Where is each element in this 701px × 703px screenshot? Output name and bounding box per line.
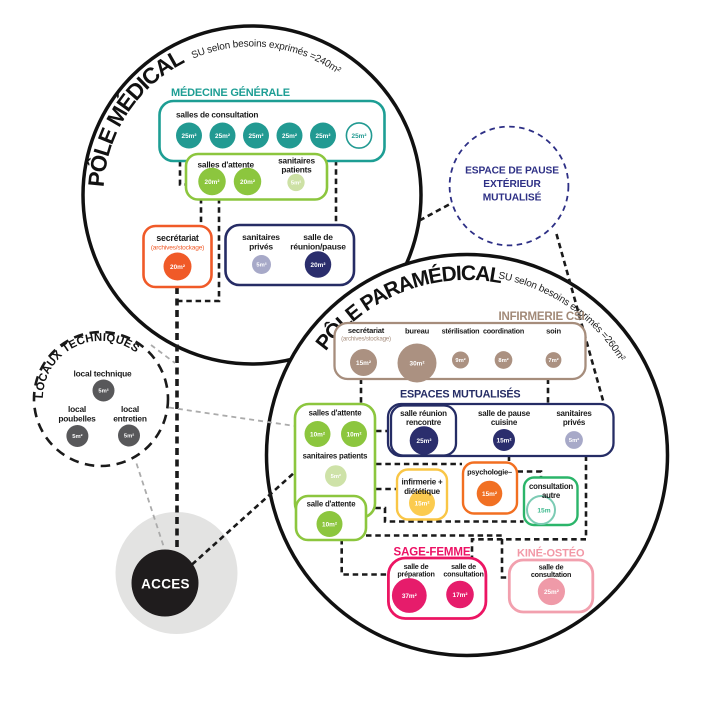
svg-text:préparation: préparation — [397, 570, 434, 579]
svg-text:10m²: 10m² — [310, 432, 325, 439]
svg-text:25m²: 25m² — [215, 133, 230, 140]
svg-text:5m²: 5m² — [98, 388, 108, 395]
svg-text:25m²: 25m² — [417, 438, 432, 445]
svg-text:25m²: 25m² — [352, 133, 367, 140]
svg-text:entretien: entretien — [113, 414, 147, 424]
svg-text:30m²: 30m² — [410, 361, 425, 368]
svg-text:salle de: salle de — [303, 232, 333, 242]
svg-text:7m²: 7m² — [548, 357, 558, 364]
svg-text:5m²: 5m² — [72, 433, 82, 440]
svg-text:cuisine: cuisine — [491, 418, 518, 427]
svg-text:coordination: coordination — [483, 327, 524, 336]
svg-text:autre: autre — [542, 491, 561, 500]
svg-text:(archives/stockage): (archives/stockage) — [151, 245, 204, 252]
svg-text:sanitaires patients: sanitaires patients — [303, 452, 369, 461]
svg-text:25m²: 25m² — [182, 133, 197, 140]
svg-text:5m²: 5m² — [291, 180, 301, 187]
svg-text:15m²: 15m² — [415, 501, 430, 508]
svg-text:15m²: 15m² — [356, 360, 371, 367]
svg-text:sanitaires: sanitaires — [278, 156, 315, 166]
svg-text:réunion/pause: réunion/pause — [290, 242, 346, 252]
svg-text:patients: patients — [281, 165, 312, 175]
svg-text:privés: privés — [563, 418, 586, 427]
svg-text:diététique: diététique — [404, 487, 441, 496]
svg-text:consultation: consultation — [529, 482, 573, 491]
svg-text:salle d'attente: salle d'attente — [307, 500, 357, 509]
svg-text:25m²: 25m² — [282, 133, 297, 140]
svg-text:sanitaires: sanitaires — [242, 232, 280, 242]
svg-text:5m²: 5m² — [331, 473, 341, 480]
svg-text:15m²: 15m² — [497, 438, 512, 445]
svg-text:INFIRMERIE CSI: INFIRMERIE CSI — [498, 311, 584, 323]
svg-text:25m²: 25m² — [544, 589, 559, 596]
svg-text:ESPACE DE PAUSE: ESPACE DE PAUSE — [465, 166, 559, 177]
svg-text:salle réunion: salle réunion — [400, 409, 447, 418]
svg-text:SAGE-FEMME: SAGE-FEMME — [394, 547, 471, 559]
svg-text:5m²: 5m² — [124, 433, 134, 440]
svg-text:privés: privés — [249, 242, 273, 252]
svg-text:37m²: 37m² — [402, 593, 417, 600]
svg-text:ACCES: ACCES — [141, 577, 190, 592]
svg-text:consultation: consultation — [531, 570, 571, 579]
svg-text:25m²: 25m² — [249, 133, 264, 140]
svg-text:poubelles: poubelles — [58, 414, 96, 424]
svg-text:EXTÉRIEUR: EXTÉRIEUR — [483, 177, 541, 190]
svg-text:soin: soin — [546, 327, 561, 336]
svg-text:salles d'attente: salles d'attente — [309, 409, 363, 418]
svg-text:local: local — [68, 404, 86, 414]
svg-text:10m²: 10m² — [322, 522, 337, 529]
svg-text:15m²: 15m² — [482, 491, 497, 498]
svg-text:5m²: 5m² — [569, 437, 579, 444]
svg-text:local: local — [121, 404, 139, 414]
svg-text:local technique: local technique — [74, 369, 133, 379]
svg-text:25m²: 25m² — [316, 133, 331, 140]
svg-text:10m²: 10m² — [347, 432, 362, 439]
svg-text:17m²: 17m² — [453, 592, 468, 599]
svg-text:psychologie–: psychologie– — [467, 468, 512, 477]
svg-text:secrétariat: secrétariat — [348, 326, 385, 335]
svg-text:salle de: salle de — [539, 563, 564, 572]
svg-text:20m²: 20m² — [240, 179, 255, 186]
svg-text:15m: 15m — [537, 508, 550, 515]
svg-text:salle de pause: salle de pause — [478, 409, 531, 418]
svg-text:salle de: salle de — [451, 562, 476, 571]
svg-text:5m²: 5m² — [256, 262, 266, 269]
svg-text:MUTUALISÉ: MUTUALISÉ — [483, 190, 542, 203]
svg-text:9m²: 9m² — [455, 357, 465, 364]
svg-text:20m²: 20m² — [170, 264, 185, 271]
svg-text:consultation: consultation — [443, 570, 483, 579]
svg-text:rencontre: rencontre — [406, 418, 442, 427]
svg-text:KINÉ-OSTÉO: KINÉ-OSTÉO — [517, 547, 585, 560]
svg-text:20m²: 20m² — [205, 179, 220, 186]
svg-text:(archives/stockage): (archives/stockage) — [341, 336, 391, 343]
svg-text:bureau: bureau — [405, 327, 430, 336]
svg-text:secrétariat: secrétariat — [156, 233, 199, 243]
svg-text:infirmerie +: infirmerie + — [402, 478, 443, 487]
svg-text:salle de: salle de — [404, 562, 429, 571]
svg-text:MÉDECINE GÉNÉRALE: MÉDECINE GÉNÉRALE — [171, 86, 290, 99]
svg-text:stérilisation: stérilisation — [442, 327, 480, 336]
svg-text:salles de consultation: salles de consultation — [176, 110, 258, 120]
svg-text:8m²: 8m² — [498, 357, 508, 364]
svg-text:salles d'attente: salles d'attente — [198, 160, 255, 170]
svg-text:ESPACES MUTUALISÉS: ESPACES MUTUALISÉS — [400, 388, 520, 401]
svg-text:sanitaires: sanitaires — [556, 409, 592, 418]
svg-text:20m²: 20m² — [311, 262, 326, 269]
